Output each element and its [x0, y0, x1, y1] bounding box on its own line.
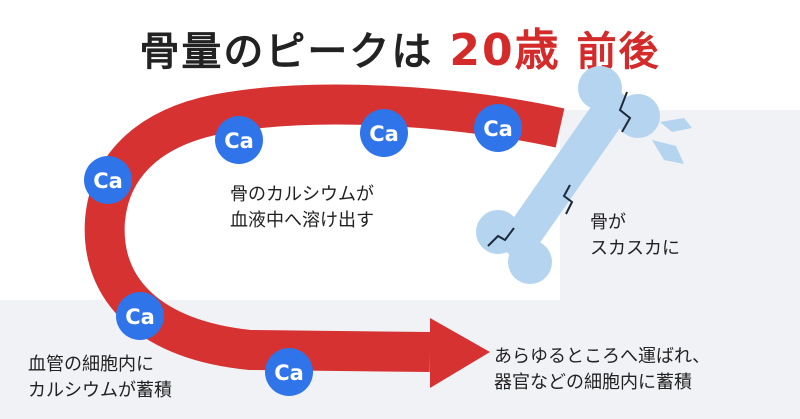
ca-circle: Ca	[84, 156, 132, 204]
bone-fragments-icon	[652, 118, 692, 164]
bone-icon	[476, 66, 660, 284]
organs-label: あらゆるところへ運ばれ、 器官などの細胞内に蓄積	[494, 344, 710, 396]
flow-arrow-head	[430, 318, 490, 388]
ca-circle: Ca	[116, 292, 164, 340]
title-prefix: 骨量のピークは	[139, 29, 434, 75]
dissolve-label-line2: 血液中へ溶け出す	[230, 210, 374, 231]
blood-vessel-label-line2: カルシウムが蓄積	[28, 380, 172, 401]
svg-text:Ca: Ca	[125, 305, 155, 329]
ca-circle: Ca	[265, 348, 313, 396]
blood-vessel-label-line1: 血管の細胞内に	[28, 354, 154, 375]
title-suffix: 前後	[576, 29, 661, 75]
svg-text:Ca: Ca	[274, 361, 304, 385]
organs-label-line1: あらゆるところへ運ばれ、	[494, 346, 711, 367]
ca-circle: Ca	[215, 116, 263, 164]
page-title: 骨量のピークは 20歳 前後	[0, 14, 800, 78]
bone-label-line2: スカスカに	[590, 238, 680, 259]
svg-text:Ca: Ca	[224, 129, 254, 153]
blood-vessel-label: 血管の細胞内に カルシウムが蓄積	[28, 352, 172, 404]
ca-circle: Ca	[474, 104, 522, 152]
bone-label-line1: 骨が	[590, 212, 626, 233]
title-highlight: 20歳	[449, 25, 561, 76]
dissolve-label-line1: 骨のカルシウムが	[230, 184, 374, 205]
svg-text:Ca: Ca	[93, 169, 123, 193]
dissolve-label: 骨のカルシウムが 血液中へ溶け出す	[230, 182, 374, 234]
ca-circle: Ca	[360, 109, 408, 157]
bone-label: 骨が スカスカに	[590, 210, 680, 262]
organs-label-line2: 器官などの細胞内に蓄積	[494, 372, 692, 393]
svg-text:Ca: Ca	[483, 117, 513, 141]
svg-text:Ca: Ca	[369, 122, 399, 146]
